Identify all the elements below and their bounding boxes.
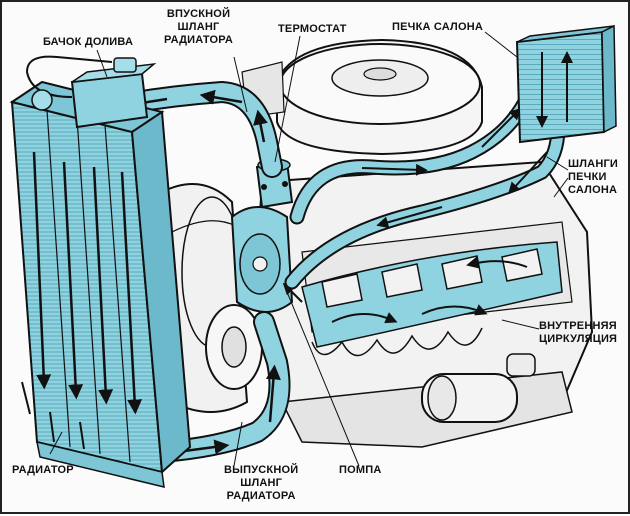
label-upper-hose-line2: ШЛАНГ bbox=[177, 21, 220, 33]
expansion-tank bbox=[25, 55, 157, 129]
label-upper-hose-line3: РАДИАТОРА bbox=[164, 34, 233, 46]
label-heater-hoses-line2: ПЕЧКИ bbox=[568, 171, 607, 183]
label-radiator: РАДИАТОР bbox=[12, 464, 74, 476]
label-heater-hoses-line3: САЛОНА bbox=[568, 184, 618, 196]
label-internal-line1: ВНУТРЕННЯЯ bbox=[539, 320, 617, 332]
label-lower-hose-line1: ВЫПУСКНОЙ bbox=[224, 464, 299, 476]
label-lower-hose-line3: РАДИАТОРА bbox=[226, 490, 296, 502]
label-expansion-tank: БАЧОК ДОЛИВА bbox=[43, 36, 134, 48]
internal-coolant-jacket bbox=[282, 241, 563, 357]
label-upper-hose-line1: ВПУСКНОЙ bbox=[166, 8, 231, 20]
label-upper-hose: ВПУСКНОЙ ШЛАНГ РАДИАТОРА bbox=[164, 8, 233, 47]
label-heater-core: ПЕЧКА САЛОНА bbox=[392, 21, 483, 33]
leader-lines bbox=[49, 31, 569, 467]
starter-motor bbox=[421, 353, 536, 423]
heater-core bbox=[515, 24, 617, 144]
label-heater-hoses-line1: ШЛАНГИ bbox=[568, 158, 619, 170]
radiator bbox=[9, 80, 192, 488]
label-lower-hose-line2: ШЛАНГ bbox=[240, 477, 283, 489]
heater-hoses bbox=[284, 64, 566, 290]
label-internal-line2: ЦИРКУЛЯЦИЯ bbox=[539, 333, 618, 345]
water-pump bbox=[230, 206, 294, 313]
label-lower-hose: ВЫПУСКНОЙ ШЛАНГ РАДИАТОРА bbox=[224, 464, 298, 503]
label-heater-hoses: ШЛАНГИ ПЕЧКИ САЛОНА bbox=[568, 158, 618, 197]
label-water-pump: ПОМПА bbox=[339, 464, 382, 476]
label-thermostat: ТЕРМОСТАТ bbox=[278, 23, 347, 35]
air-cleaner bbox=[241, 38, 483, 156]
label-internal-circulation: ВНУТРЕННЯЯ ЦИРКУЛЯЦИЯ bbox=[539, 320, 617, 346]
